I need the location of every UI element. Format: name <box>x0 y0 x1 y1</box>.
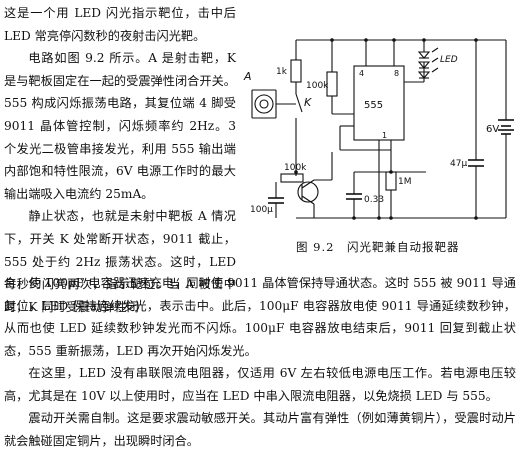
led-1 <box>417 51 431 59</box>
circuit-diagram: A K 1k 100k LED 555 4 8 1 6V 47μ 100k 1M… <box>236 22 525 234</box>
led-3 <box>417 71 431 79</box>
label-6v: 6V <box>486 124 499 135</box>
label-switch-k: K <box>304 96 312 109</box>
label-555: 555 <box>364 100 383 111</box>
target-outer-ring <box>254 94 274 114</box>
full-width-text: 合，使 100μF 电容器迅速充电，同时使 9011 晶体管保持导通状态。这时 … <box>4 272 516 452</box>
resistor-100k-top <box>326 71 338 97</box>
label-cap-100u: 100μ <box>250 205 273 215</box>
resistor-100k-low <box>280 173 304 183</box>
target-inner-ring <box>259 99 269 109</box>
left-paragraph-2: 电路如图 9.2 所示。A 是射击靶，K 是与靶板固定在一起的受震弹性闭合开关。… <box>4 51 236 201</box>
label-resistor-1M: 1M <box>398 177 412 187</box>
led-2 <box>417 61 431 69</box>
label-resistor-100k-top: 100k <box>306 81 329 91</box>
label-resistor-1k: 1k <box>276 67 288 77</box>
label-pin-4: 4 <box>359 69 364 78</box>
body-paragraph-2: 在这里，LED 没有串联限流电阻器，仅适用 6V 左右较低电源电压工作。若电源电… <box>4 366 516 403</box>
resistor-1k <box>290 59 302 83</box>
figure-caption: 图 9.2 闪光靶兼自动报靶器 <box>296 240 460 254</box>
left-paragraph-1: 这是一个用 LED 闪光指示靶位，击中后 LED 常亮停闪数秒的夜射击闪光靶。 <box>4 6 236 43</box>
transistor-9011 <box>297 181 319 203</box>
label-pin-1: 1 <box>382 131 387 140</box>
left-text-column: 这是一个用 LED 闪光指示靶位，击中后 LED 常亮停闪数秒的夜射击闪光靶。 … <box>4 2 236 318</box>
body-paragraph-1: 合，使 100μF 电容器迅速充电，同时使 9011 晶体管保持导通状态。这时 … <box>4 276 516 358</box>
resistor-1M <box>385 171 397 191</box>
document-page: 这是一个用 LED 闪光指示靶位，击中后 LED 常亮停闪数秒的夜射击闪光靶。 … <box>4 2 525 448</box>
body-paragraph-3: 震动开关需自制。这是要求震动敏感开关。其动片富有弹性（例如薄黄铜片），受震时动片… <box>4 411 516 448</box>
label-resistor-100k-low: 100k <box>284 163 307 173</box>
label-led: LED <box>440 55 458 65</box>
switch-k-blade <box>295 93 303 113</box>
label-target-a: A <box>243 70 252 83</box>
label-pin-8: 8 <box>394 69 399 78</box>
left-paragraph-3: 静止状态，也就是未射中靶板 A 情况下，开关 K 处常断开状态，9011 截止，… <box>4 209 236 314</box>
label-cap-47u: 47μ <box>450 159 467 169</box>
circuit-schematic: A K 1k 100k LED 555 4 8 1 6V 47μ 100k 1M… <box>243 38 514 220</box>
label-cap-033: 0.33 <box>364 195 384 205</box>
